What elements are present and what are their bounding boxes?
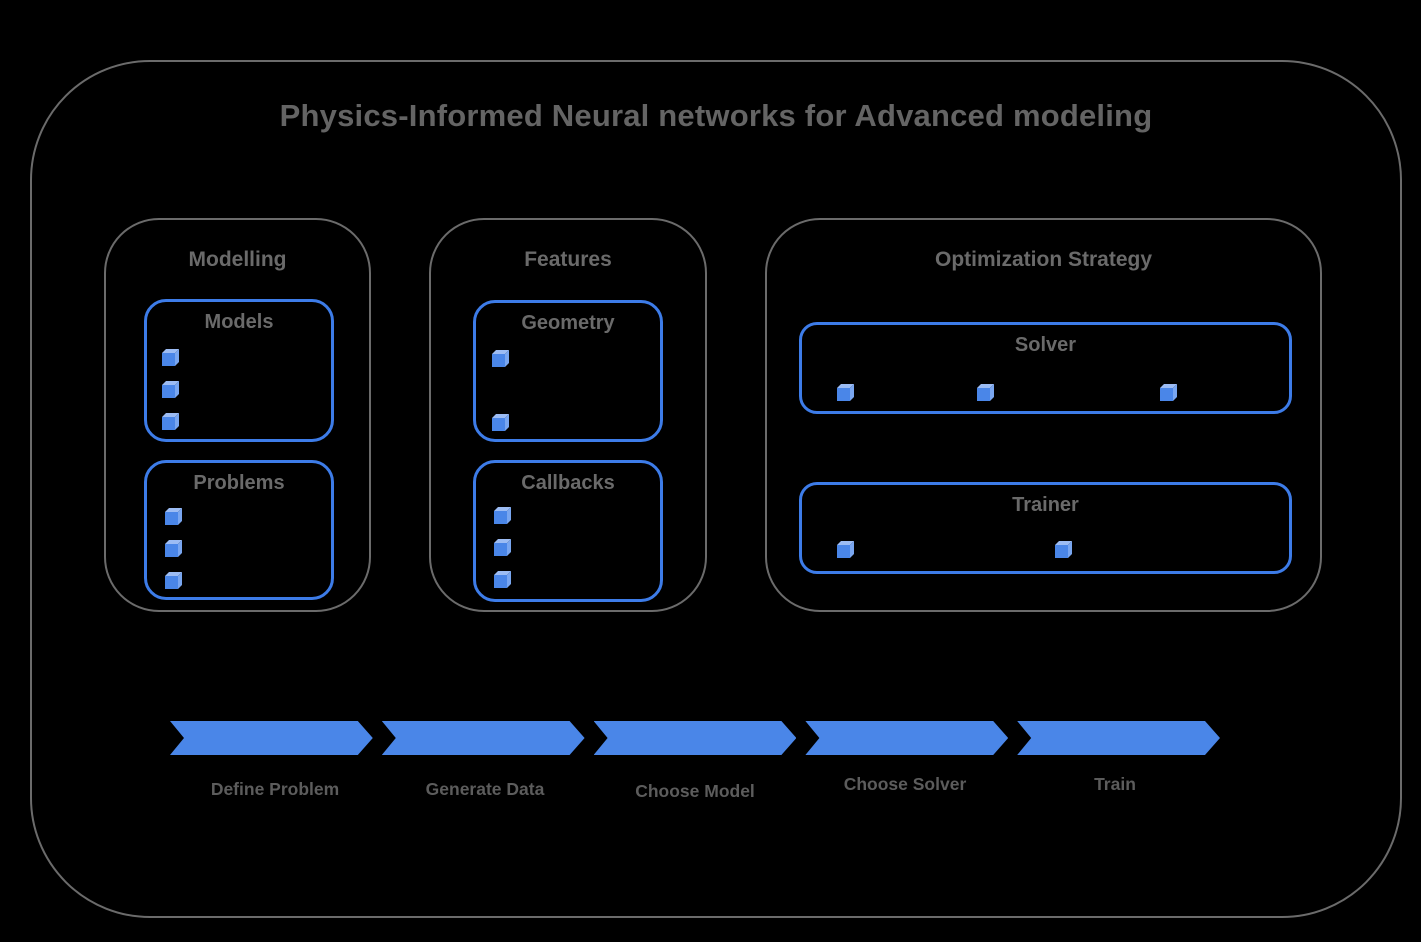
box-title: Trainer (1012, 494, 1079, 516)
pipeline-step-labels: Define Problem Generate Data Choose Mode… (170, 773, 1220, 801)
group-title: Optimization Strategy (934, 248, 1153, 271)
cube-icon (494, 506, 512, 524)
group-optimization: Optimization Strategy Solver Trainer (765, 218, 1322, 612)
cube-icon (494, 538, 512, 556)
group-title: Features (524, 248, 612, 271)
diagram-title: Physics-Informed Neural networks for Adv… (279, 98, 1153, 133)
cube-icon (837, 540, 855, 558)
cube-icon (165, 507, 183, 525)
cube-icon (162, 348, 180, 366)
arrow-segment-train (1017, 721, 1220, 755)
cube-icon (494, 570, 512, 588)
step-label-choose-solver: Choose Solver (843, 774, 967, 794)
cube-icon (1160, 383, 1178, 401)
group-title: Modelling (188, 248, 287, 271)
cube-icon (165, 539, 183, 557)
group-modelling: Modelling Models Problems (104, 218, 371, 612)
box-problems: Problems (144, 460, 334, 600)
cube-icon (977, 383, 995, 401)
group-features: Features Geometry Callbacks (429, 218, 707, 612)
pipeline-arrow (170, 721, 1220, 755)
box-solver: Solver (799, 322, 1292, 414)
cube-icon (165, 571, 183, 589)
box-models: Models (144, 299, 334, 442)
cube-icon (162, 380, 180, 398)
box-title: Problems (193, 472, 285, 494)
cube-icon (162, 412, 180, 430)
box-title: Models (204, 311, 274, 333)
cube-icon (492, 349, 510, 367)
box-callbacks: Callbacks (473, 460, 663, 602)
arrow-segment-choose-model (594, 721, 797, 755)
step-label-train: Train (1094, 774, 1136, 794)
step-label-define-problem: Define Problem (210, 779, 340, 799)
arrow-segment-generate-data (382, 721, 585, 755)
cube-icon (492, 413, 510, 431)
cube-icon (1055, 540, 1073, 558)
step-label-generate-data: Generate Data (425, 779, 545, 799)
box-title: Geometry (521, 312, 615, 334)
box-title: Callbacks (521, 472, 615, 494)
arrow-segment-choose-solver (805, 721, 1008, 755)
box-title: Solver (1014, 334, 1077, 356)
step-label-choose-model: Choose Model (635, 781, 755, 801)
arrow-segment-define-problem (170, 721, 373, 755)
cube-icon (837, 383, 855, 401)
box-geometry: Geometry (473, 300, 663, 442)
diagram-frame (30, 60, 1402, 918)
box-trainer: Trainer (799, 482, 1292, 574)
